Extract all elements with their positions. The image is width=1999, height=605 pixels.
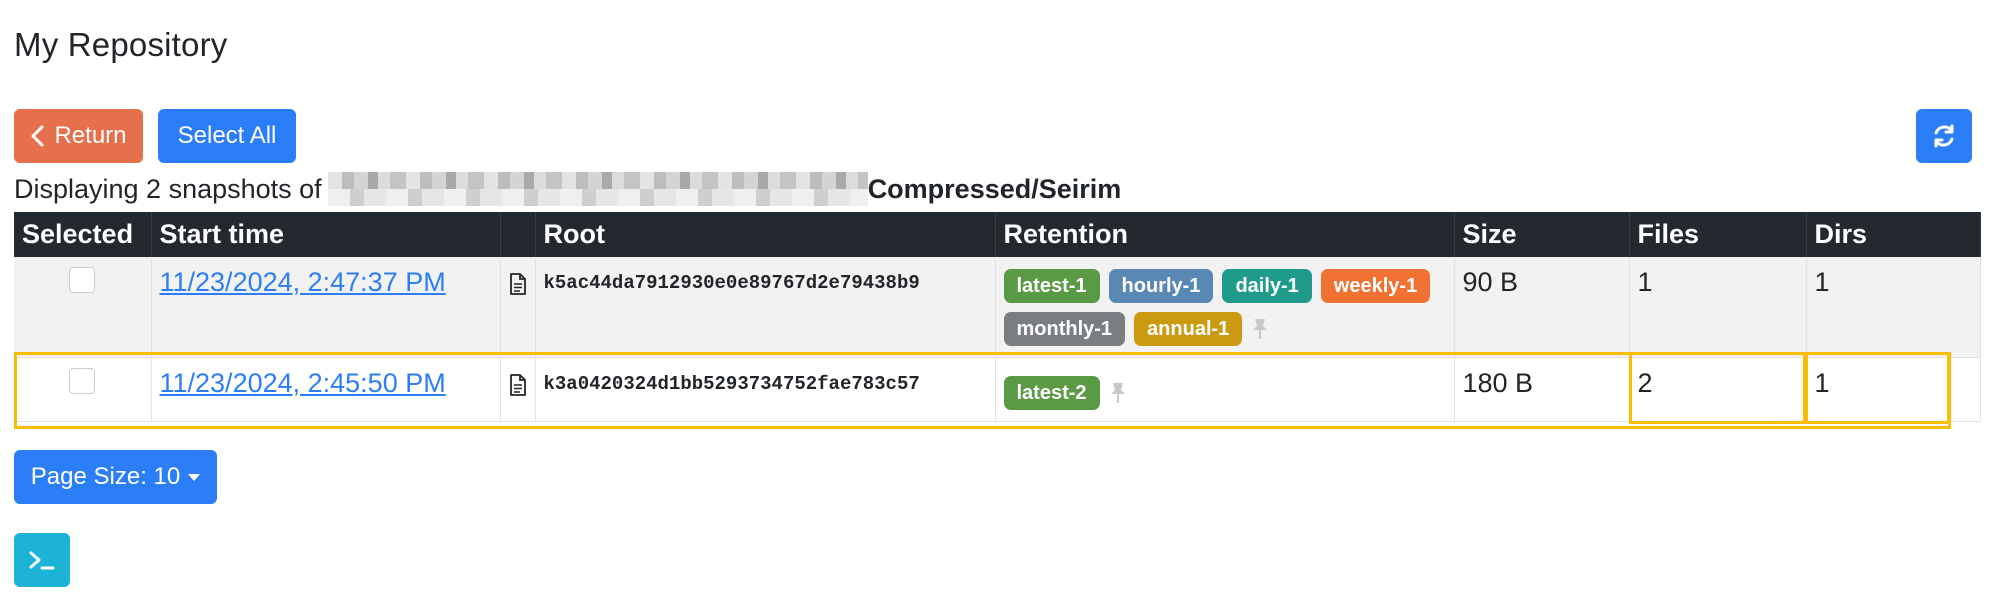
file-text-icon[interactable] xyxy=(509,374,527,396)
files-cell: 2 xyxy=(1629,357,1807,422)
return-label: Return xyxy=(54,122,127,149)
select-all-button[interactable]: Select All xyxy=(158,109,296,163)
start-time-cell: 11/23/2024, 2:45:50 PM xyxy=(151,357,501,422)
file-icon-cell xyxy=(500,357,536,422)
header-dirs[interactable]: Dirs xyxy=(1806,212,1981,257)
header-root[interactable]: Root xyxy=(535,212,996,257)
terminal-button[interactable] xyxy=(14,533,70,587)
size-cell: 90 B xyxy=(1454,257,1630,358)
dirs-cell: 1 xyxy=(1806,257,1981,358)
chevron-left-icon xyxy=(31,125,44,147)
retention-badge: latest-2 xyxy=(1003,376,1100,410)
retention-badges: latest-1 hourly-1 daily-1 weekly-1 month… xyxy=(1003,267,1446,346)
size-cell: 180 B xyxy=(1454,357,1630,422)
retention-badge: daily-1 xyxy=(1222,269,1312,303)
dirs-cell: 1 xyxy=(1806,357,1981,422)
page-size-label: Page Size: 10 xyxy=(30,463,181,490)
page-size-dropdown[interactable]: Page Size: 10 xyxy=(14,450,217,504)
header-selected[interactable]: Selected xyxy=(14,212,152,257)
header-files[interactable]: Files xyxy=(1629,212,1807,257)
caret-down-icon xyxy=(188,473,201,481)
header-spacer xyxy=(500,212,536,257)
retention-cell: latest-1 hourly-1 daily-1 weekly-1 month… xyxy=(995,257,1455,358)
retention-badge: monthly-1 xyxy=(1003,312,1126,346)
terminal-icon xyxy=(29,551,55,570)
header-size[interactable]: Size xyxy=(1454,212,1630,257)
table-header-row: Selected Start time Root Retention Size … xyxy=(14,212,1981,257)
root-id: k3a0420324d1bb5293734752fae783c57 xyxy=(543,373,920,395)
select-all-label: Select All xyxy=(177,122,277,149)
snapshot-summary: Displaying 2 snapshots of Compressed/Sei… xyxy=(14,172,1121,206)
retention-badge: weekly-1 xyxy=(1320,269,1431,303)
snapshots-table: Selected Start time Root Retention Size … xyxy=(14,212,1981,422)
row-checkbox[interactable] xyxy=(69,368,96,394)
summary-path-suffix: Compressed/Seirim xyxy=(867,173,1122,204)
header-retention[interactable]: Retention xyxy=(995,212,1455,257)
refresh-button[interactable] xyxy=(1916,109,1972,163)
pin-icon[interactable] xyxy=(1251,317,1269,341)
root-cell: k3a0420324d1bb5293734752fae783c57 xyxy=(535,357,996,422)
start-time-link[interactable]: 11/23/2024, 2:45:50 PM xyxy=(159,368,446,398)
start-time-link[interactable]: 11/23/2024, 2:47:37 PM xyxy=(159,267,446,297)
return-button[interactable]: Return xyxy=(14,109,143,163)
redacted-path xyxy=(327,172,868,206)
table-row: 11/23/2024, 2:47:37 PM k5ac44da7912930e0… xyxy=(14,257,1981,358)
select-cell xyxy=(14,357,152,422)
file-text-icon[interactable] xyxy=(509,273,527,295)
row-checkbox[interactable] xyxy=(69,267,96,293)
files-cell: 1 xyxy=(1629,257,1807,358)
retention-badge: latest-1 xyxy=(1003,269,1100,303)
summary-prefix: Displaying 2 snapshots of xyxy=(14,173,322,204)
retention-badges: latest-2 xyxy=(1003,368,1446,410)
table-row: 11/23/2024, 2:45:50 PM k3a0420324d1bb529… xyxy=(14,357,1981,422)
refresh-icon xyxy=(1934,124,1954,148)
root-cell: k5ac44da7912930e0e89767d2e79438b9 xyxy=(535,257,996,358)
start-time-cell: 11/23/2024, 2:47:37 PM xyxy=(151,257,501,358)
header-start-time[interactable]: Start time xyxy=(151,212,501,257)
pin-icon[interactable] xyxy=(1109,381,1127,405)
retention-badge: hourly-1 xyxy=(1108,269,1214,303)
page-title: My Repository xyxy=(14,26,228,63)
retention-badge: annual-1 xyxy=(1134,312,1243,346)
file-icon-cell xyxy=(500,257,536,358)
select-cell xyxy=(14,257,152,358)
retention-cell: latest-2 xyxy=(995,357,1455,422)
root-id: k5ac44da7912930e0e89767d2e79438b9 xyxy=(543,272,920,294)
